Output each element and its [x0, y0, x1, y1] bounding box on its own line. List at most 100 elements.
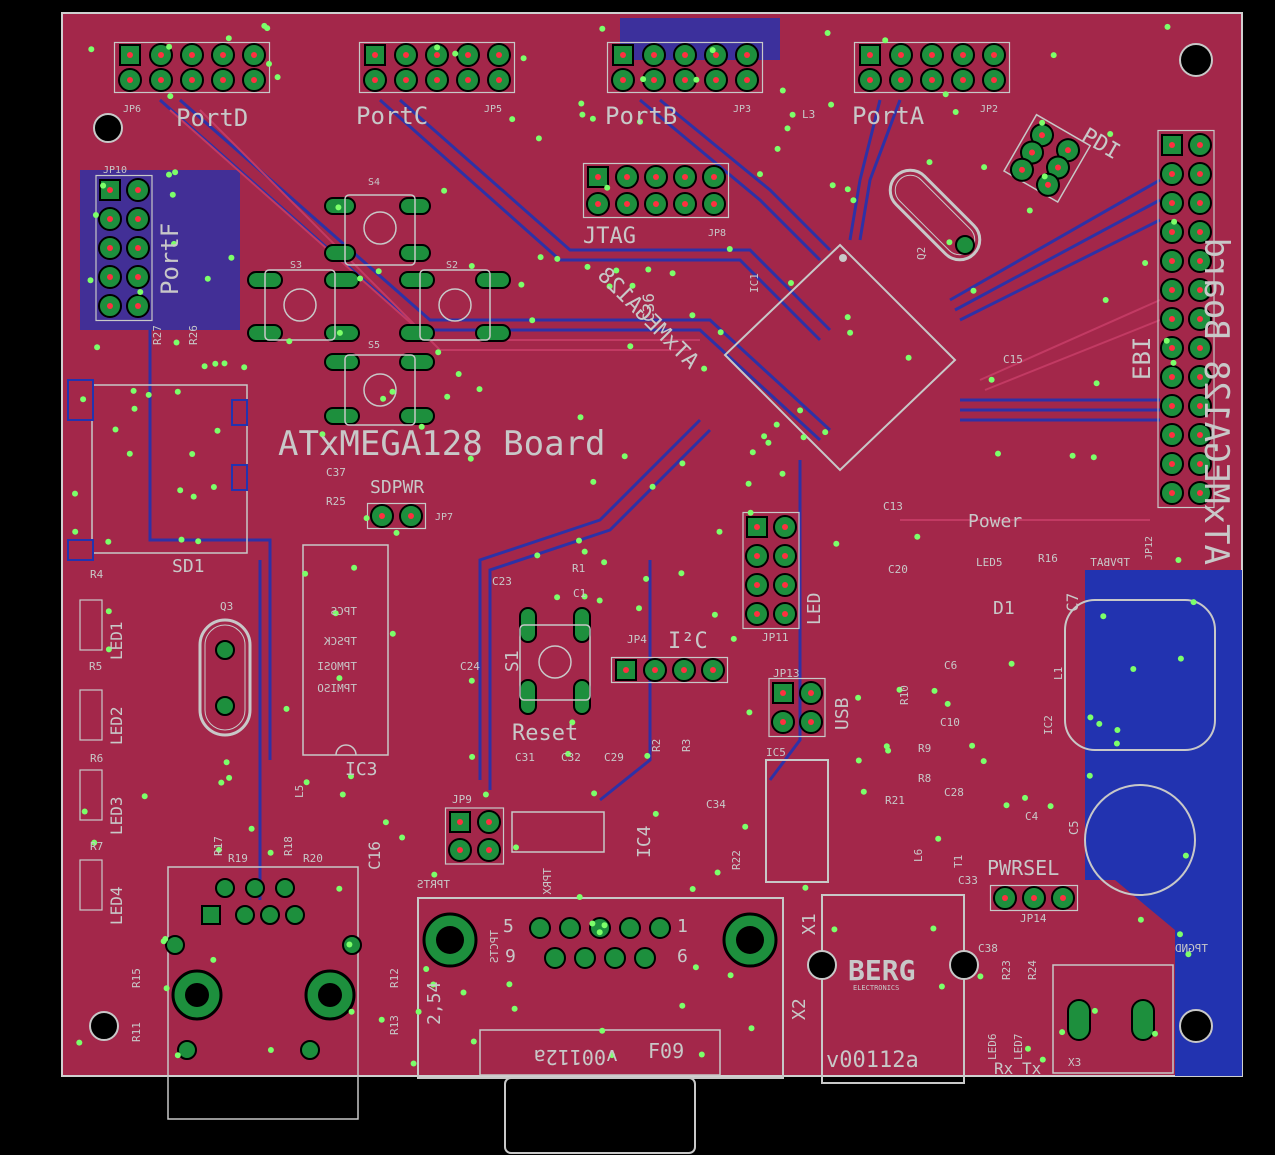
label-s3: S3 [290, 260, 302, 271]
via [599, 25, 606, 32]
via [613, 267, 620, 274]
via [166, 43, 173, 50]
via [375, 268, 382, 275]
label-r13: R13 [388, 1015, 401, 1035]
via [88, 46, 95, 53]
header-pdi [1002, 113, 1092, 204]
via [1039, 119, 1046, 126]
label-reset: Reset [512, 721, 578, 746]
via [81, 808, 88, 815]
via [829, 182, 836, 189]
header-usb [768, 677, 826, 738]
via [1102, 297, 1109, 303]
header-portf [95, 174, 153, 322]
via [174, 1052, 181, 1059]
label-f09: F09 [648, 1039, 684, 1063]
label-led3: LED3 [107, 796, 126, 835]
via [679, 460, 686, 467]
via [591, 790, 598, 797]
label-led1: LED1 [107, 621, 126, 660]
via [730, 635, 737, 642]
label-r11: R11 [130, 1022, 143, 1042]
label-r18: R18 [282, 836, 295, 856]
via [579, 111, 586, 118]
via [336, 675, 343, 682]
label-portf: PortF [156, 223, 184, 295]
label-jtag: JTAG [583, 224, 636, 249]
via [100, 182, 107, 189]
via [91, 839, 98, 846]
via [640, 76, 647, 83]
via [80, 396, 87, 403]
label-jp8: JP8 [708, 228, 726, 239]
via [1177, 931, 1183, 938]
via [714, 869, 721, 876]
via [1182, 852, 1189, 859]
via [226, 774, 233, 781]
via [621, 453, 628, 460]
label-jp7: JP7 [435, 512, 453, 523]
via [76, 1039, 83, 1046]
via [629, 282, 636, 289]
via [163, 985, 170, 992]
via [824, 30, 831, 36]
via [636, 605, 642, 612]
via [883, 743, 890, 750]
label-r16: R16 [1038, 552, 1058, 565]
label-r4: R4 [90, 568, 104, 581]
via [241, 364, 248, 371]
via [105, 646, 112, 653]
via [393, 529, 400, 536]
label-r22: R22 [730, 850, 743, 870]
via [765, 439, 772, 446]
via [565, 750, 572, 757]
via [469, 753, 476, 760]
label-r23: R23 [1000, 960, 1013, 980]
via [302, 570, 309, 577]
via [1008, 660, 1015, 667]
via [590, 478, 597, 485]
label-jp12: JP12 [1144, 536, 1155, 560]
label-c7: C7 [1063, 593, 1082, 612]
label-r17: R17 [212, 836, 225, 856]
label-r27: R27 [151, 325, 164, 345]
label-r3: R3 [680, 739, 693, 752]
via [644, 752, 651, 759]
label-r15: R15 [130, 968, 143, 988]
via [228, 254, 235, 261]
via [1047, 803, 1054, 810]
via [1142, 260, 1149, 266]
label-c33: C33 [958, 874, 978, 887]
label-jp4: JP4 [627, 633, 647, 646]
via [1190, 599, 1197, 606]
via [606, 283, 613, 290]
via [988, 376, 995, 383]
label-c24: C24 [460, 660, 480, 673]
via [169, 191, 176, 198]
via [266, 60, 272, 67]
button-outlines [264, 194, 591, 701]
via [221, 360, 228, 367]
label-pin5: 5 [503, 916, 514, 937]
via [1090, 454, 1097, 461]
via [166, 171, 172, 178]
via [468, 677, 475, 684]
via [977, 973, 984, 980]
power-jack [1052, 964, 1174, 1074]
via [434, 44, 441, 51]
electrolytic-caps [1064, 599, 1216, 896]
traces [148, 98, 1161, 900]
label-c23: C23 [492, 575, 512, 588]
via [914, 533, 921, 540]
via [926, 159, 933, 166]
label-s5: S5 [368, 340, 380, 351]
via [850, 197, 857, 204]
bottom-copper-pour [80, 170, 240, 330]
via [131, 405, 138, 412]
db9-pin [619, 917, 641, 939]
via [1152, 1030, 1158, 1037]
via [303, 779, 310, 786]
vias [72, 22, 1197, 1067]
via [727, 972, 734, 979]
via [1069, 452, 1076, 459]
